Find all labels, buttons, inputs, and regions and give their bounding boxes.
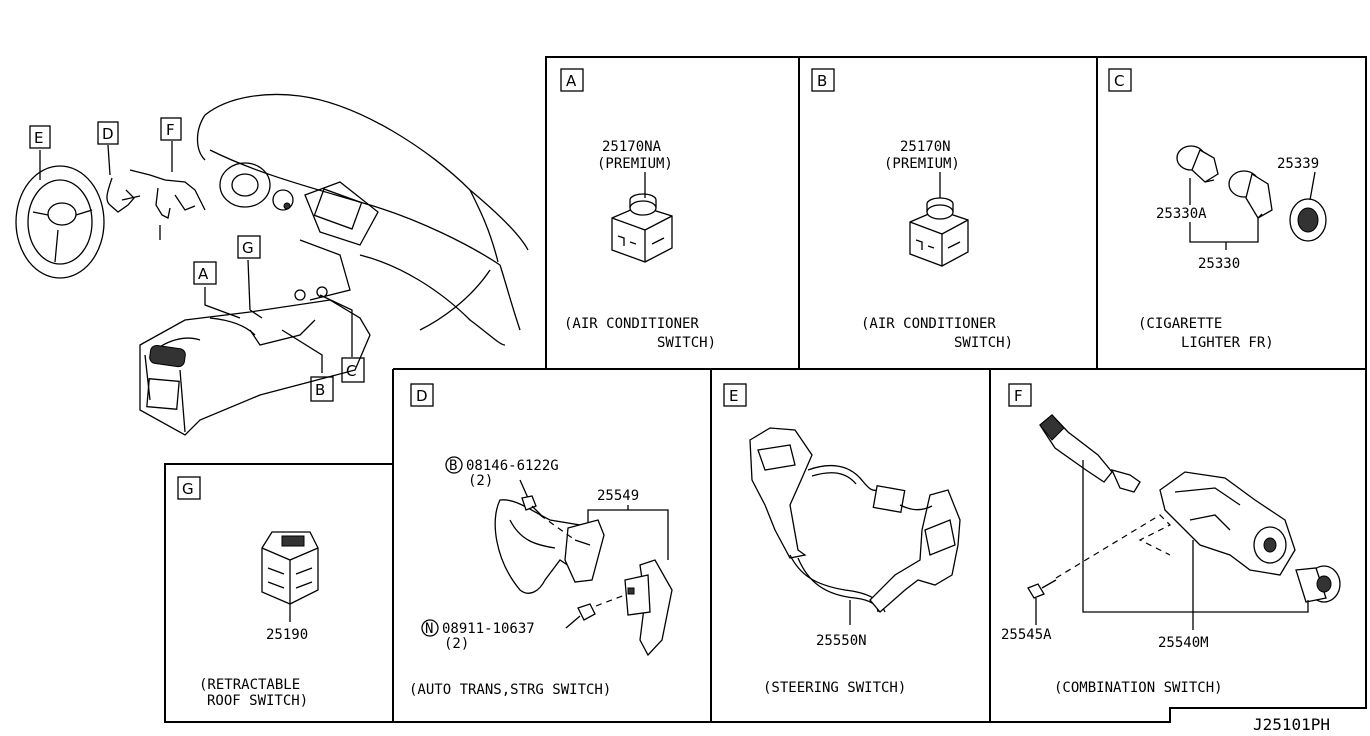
panel-a-letter: A [566,72,577,90]
overview-callout-F: F [160,117,182,141]
lighter-socket-drawing [1228,170,1273,219]
panel-d-caption: (AUTO TRANS,STRG SWITCH) [409,682,611,698]
panel-g-letter: G [182,480,194,498]
panel-a-part-no: 25170NA [602,139,662,155]
panel-a-caption-line1: (AIR CONDITIONER [564,316,699,332]
diagram-code: J25101PH [1253,715,1330,734]
panel-frames [164,56,1367,723]
panel-f-part-no: 25540M [1158,635,1209,651]
overview-callout-D: D [97,121,119,145]
screw-drawing [1027,579,1057,599]
nut-drawing [577,603,596,621]
panel-g-caption-line2: ROOF SWITCH) [207,693,308,709]
panel-d-letter-box [410,383,434,407]
panel-g-part-no: 25190 [266,627,308,643]
panel-c-letter-box [1108,68,1132,92]
ac-switch-a-drawing [611,193,673,263]
overview-callout-B: B [310,376,334,402]
panel-e-letter-box [723,383,747,407]
panel-c-part-no-25330: 25330 [1198,256,1240,272]
panel-e-letter: E [729,387,738,405]
panel-c: C 25339 25330A 25330 (CIGARETTE LIGHTER … [1108,68,1327,351]
svg-text:D: D [102,125,114,143]
overview-callout-E: E [29,125,51,149]
panel-d-bolt-qty: (2) [468,473,493,489]
bolt-symbol-icon [445,456,463,474]
panel-g: G 25190 (RETRACTABLE ROOF SWITCH) [177,476,319,709]
panel-b-letter: B [817,72,827,90]
svg-text:A: A [198,265,209,283]
panel-d-nut-symbol: N [425,621,433,637]
svg-text:E: E [34,129,43,147]
svg-text:C: C [346,362,356,380]
panel-a-letter-box [560,68,584,92]
panel-g-caption-line1: (RETRACTABLE [199,677,300,693]
ac-switch-b-drawing [909,197,969,267]
panel-c-caption-line1: (CIGARETTE [1138,316,1222,332]
panel-c-part-no-25339: 25339 [1277,156,1319,172]
overview-callout-C: C [341,357,365,383]
panel-d-nut-no: 08911-10637 [442,621,535,637]
panel-d-nut-qty: (2) [444,636,469,652]
overview-callout-G: G [237,235,261,259]
panel-b: B 25170N (PREMIUM) (AIR CONDITIONER SWIT… [811,68,1013,351]
panel-d-bolt-no: 08146-6122G [466,458,559,474]
panel-b-letter-box [811,68,835,92]
panel-d-part-no: 25549 [597,488,639,504]
bolt-drawing [521,495,543,517]
panel-a-caption-line2: SWITCH) [657,335,716,351]
cigarette-lighter-plug-drawing [1176,145,1219,183]
dashboard-overview-illustration [15,93,529,436]
panel-d: D B 08146-6122G (2) 25549 [409,383,673,698]
panel-e: E 25550N (STEERING SWITCH) [723,383,961,696]
panel-b-part-no: 25170N [900,139,951,155]
panel-f: F 25545A 25540M (COMBINATION SWITCH) [1001,383,1341,696]
panel-b-caption-line1: (AIR CONDITIONER [861,316,996,332]
panel-b-variant: (PREMIUM) [884,156,960,172]
svg-text:B: B [315,381,325,399]
panel-a: A 25170NA (PREMIUM) (AIR CONDITIONER SWI… [560,68,716,351]
panel-f-letter: F [1014,387,1023,405]
panel-g-letter-box [177,476,201,500]
svg-text:F: F [166,121,175,139]
panel-d-letter: D [416,387,428,405]
panel-e-caption: (STEERING SWITCH) [763,680,906,696]
roof-switch-drawing [261,531,319,605]
panel-f-screw-no: 25545A [1001,627,1052,643]
panel-b-caption-line2: SWITCH) [954,335,1013,351]
panel-d-bolt-symbol: B [449,458,457,474]
nut-symbol-icon [421,619,439,637]
panel-a-variant: (PREMIUM) [597,156,673,172]
paddle-shifter-drawing [494,499,673,657]
panel-c-caption-line2: LIGHTER FR) [1181,335,1274,351]
panel-f-caption: (COMBINATION SWITCH) [1054,680,1223,696]
overview-callout-A: A [193,261,217,285]
panel-c-part-no-25330a: 25330A [1156,206,1207,222]
combination-switch-drawing [1039,414,1341,603]
panel-e-part-no: 25550N [816,633,867,649]
panel-f-letter-box [1008,383,1032,407]
panel-c-letter: C [1114,72,1124,90]
svg-text:G: G [242,239,254,257]
steering-switch-drawing [749,427,961,613]
lighter-ring-drawing [1289,198,1327,242]
